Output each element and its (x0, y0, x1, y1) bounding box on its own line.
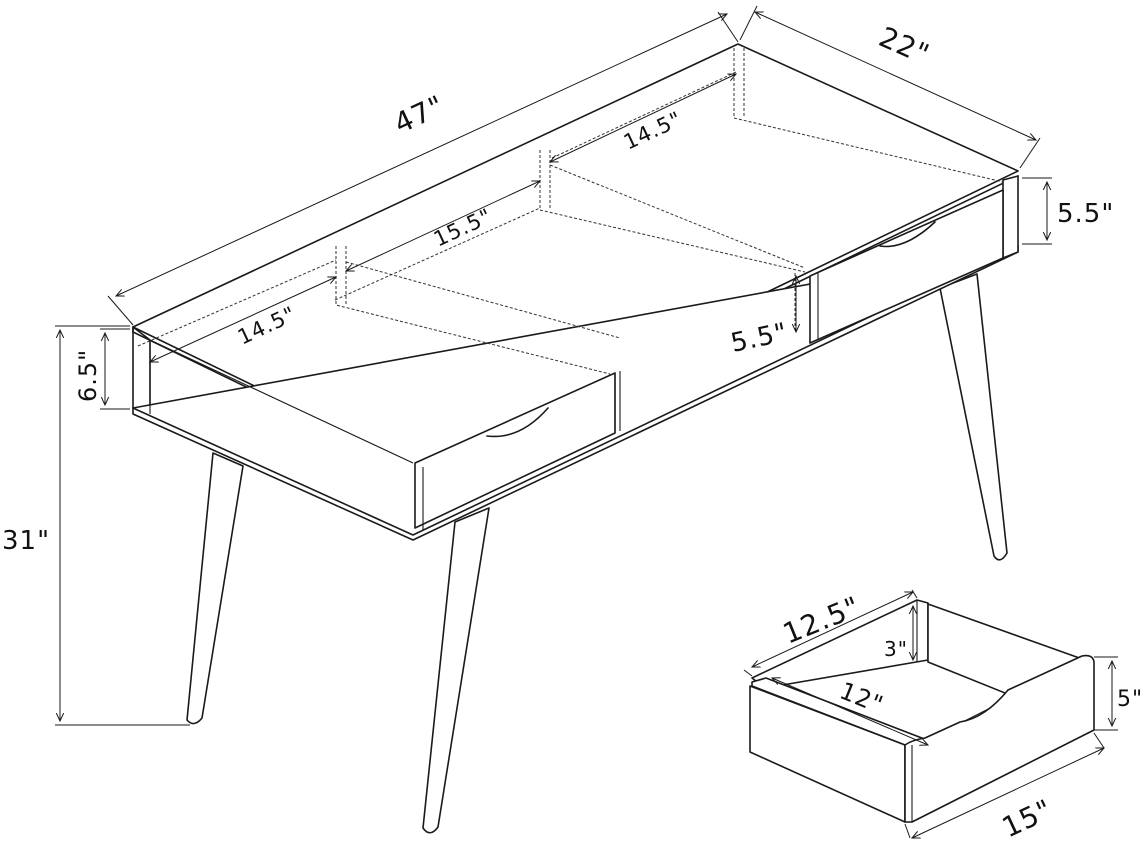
drawer-side-height-label: 3" (884, 637, 908, 661)
desk (132, 43, 1019, 834)
desk-rear-right-leg (939, 273, 1008, 561)
drawer-front-height-label: 5" (1117, 687, 1143, 712)
desk-width-label: 47" (389, 89, 450, 141)
desk-dimensions (55, 5, 1052, 726)
desk-front-left-leg (186, 452, 244, 725)
desk-front-right-leg (422, 507, 490, 834)
desk-right-side (1002, 175, 1019, 259)
right-drawer-height-label: 5.5" (1057, 199, 1114, 229)
desk-right-drawer (809, 189, 1004, 344)
drawer-dimensions (743, 589, 1118, 838)
desk-depth-label: 22" (874, 20, 934, 71)
total-height-label: 31" (2, 526, 50, 556)
top-height-label: 6.5" (74, 349, 102, 402)
desk-left-side (132, 326, 151, 415)
drawer-width-label: 15" (997, 793, 1058, 845)
